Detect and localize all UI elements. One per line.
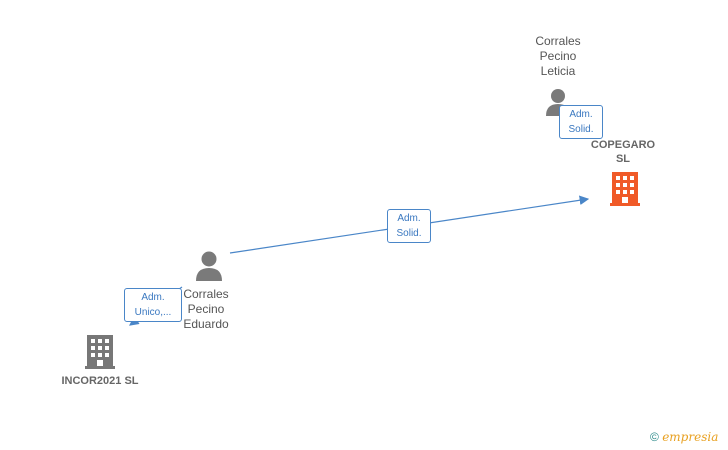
company-incor-label[interactable]: INCOR2021 SL [61, 375, 139, 387]
building-icon[interactable] [610, 172, 640, 206]
edge-label-leticia-copegaro[interactable]: Adm. Solid. [559, 105, 603, 139]
brand-name: mpresia [669, 430, 719, 444]
person-icon[interactable] [195, 251, 223, 281]
edge-label-eduardo-copegaro[interactable]: Adm. Solid. [387, 209, 431, 243]
building-icon[interactable] [85, 335, 115, 369]
person-eduardo-label[interactable]: Corrales Pecino Eduardo [183, 287, 229, 331]
person-leticia-label[interactable]: Corrales Pecino Leticia [535, 34, 581, 78]
brand-initial: e [662, 430, 670, 444]
company-copegaro-label[interactable]: COPEGARO SL [590, 139, 656, 165]
copyright-icon: © [650, 430, 659, 444]
watermark: © empresia [650, 430, 718, 444]
edge-label-eduardo-incor[interactable]: Adm. Unico,... [124, 288, 182, 322]
